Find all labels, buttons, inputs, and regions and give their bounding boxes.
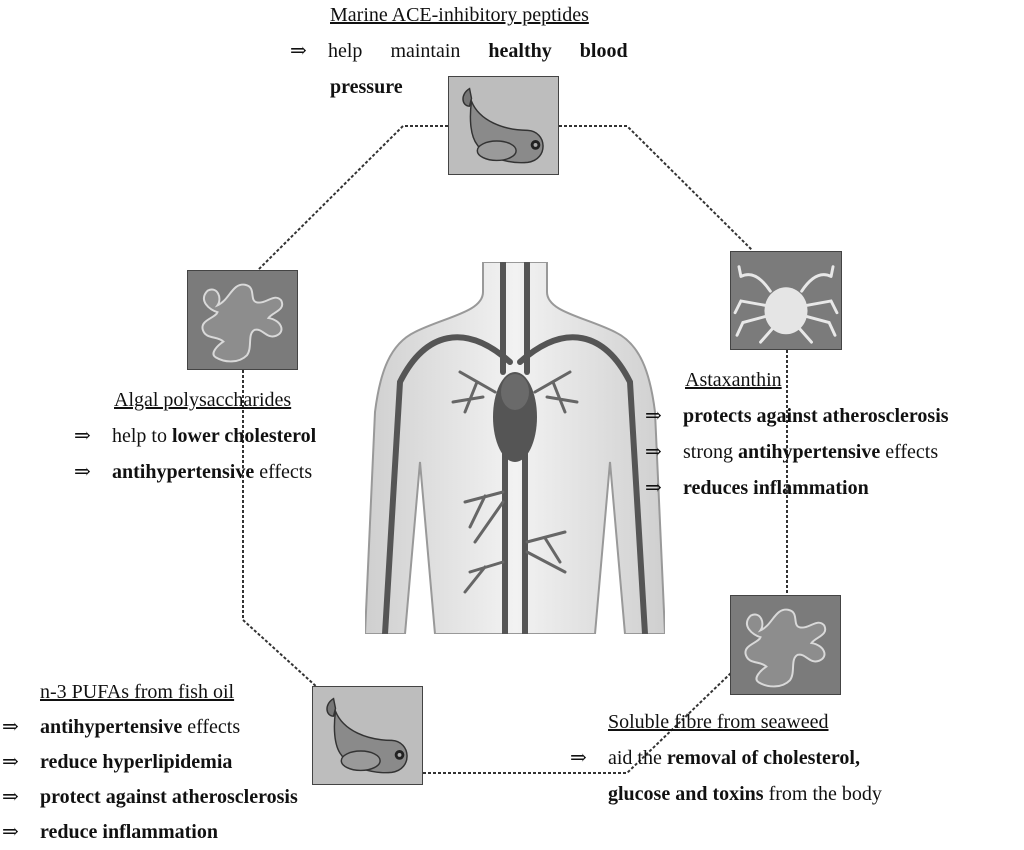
fish-icon: [326, 697, 408, 774]
pufa-item: ⇒antihypertensive effects: [2, 710, 298, 745]
algal-title: Algal polysaccharides: [114, 389, 292, 411]
arrow-icon: ⇒: [645, 405, 662, 427]
bottom-left-fish-tile: [312, 686, 423, 785]
pufa-title: n-3 PUFAs from fish oil: [40, 681, 235, 703]
top-fish-tile: [448, 76, 559, 175]
fibre-line-1: ⇒aid the removal of cholesterol,: [570, 740, 882, 776]
fish-icon: [462, 87, 544, 164]
astaxanthin-item: ⇒reduces inflammation: [645, 470, 949, 506]
astaxanthin-block: Astaxanthin ⇒protects against atheroscle…: [645, 362, 949, 506]
connector-bottom: [423, 671, 733, 774]
pufa-item: ⇒reduce inflammation: [2, 815, 298, 850]
crab-icon: [733, 265, 839, 344]
marine-peptides-line-2: pressure: [330, 76, 403, 98]
astaxanthin-item: ⇒strong antihypertensive effects: [645, 434, 949, 470]
pufa-item: ⇒protect against atherosclerosis: [2, 780, 298, 815]
arrow-icon: ⇒: [2, 786, 19, 808]
algal-item: ⇒help to lower cholesterol: [74, 418, 316, 454]
left-seaweed-tile: [187, 270, 298, 370]
arrow-icon: ⇒: [2, 821, 19, 843]
arrow-icon: ⇒: [74, 425, 91, 447]
arrow-icon: ⇒: [570, 747, 587, 769]
arrow-icon: ⇒: [74, 461, 91, 483]
right-crab-tile: [730, 251, 842, 350]
human-circulatory-system-figure: [365, 262, 665, 634]
arrow-icon: ⇒: [2, 716, 19, 738]
marine-peptides-title: Marine ACE-inhibitory peptides: [330, 4, 589, 26]
arrow-icon: ⇒: [290, 40, 307, 62]
arrow-icon: ⇒: [2, 751, 19, 773]
fibre-block: Soluble fibre from seaweed ⇒aid the remo…: [570, 704, 882, 812]
arrow-icon: ⇒: [645, 477, 662, 499]
arrow-icon: ⇒: [645, 441, 662, 463]
algal-item: ⇒antihypertensive effects: [74, 454, 316, 490]
seaweed-icon: [744, 608, 827, 688]
bottom-right-seaweed-tile: [730, 595, 841, 695]
connector-top-left: [257, 125, 448, 271]
astaxanthin-title: Astaxanthin: [685, 369, 782, 391]
fibre-line-2: glucose and toxins from the body: [608, 783, 882, 805]
astaxanthin-item: ⇒protects against atherosclerosis: [645, 398, 949, 434]
seaweed-icon: [201, 283, 284, 363]
pufa-block: n-3 PUFAs from fish oil ⇒antihypertensiv…: [2, 675, 298, 850]
fibre-title: Soluble fibre from seaweed: [608, 711, 829, 733]
pufa-item: ⇒reduce hyperlipidemia: [2, 745, 298, 780]
connector-top-right: [559, 125, 753, 251]
connector-left: [242, 370, 319, 689]
algal-block: Algal polysaccharides ⇒help to lower cho…: [74, 382, 316, 490]
